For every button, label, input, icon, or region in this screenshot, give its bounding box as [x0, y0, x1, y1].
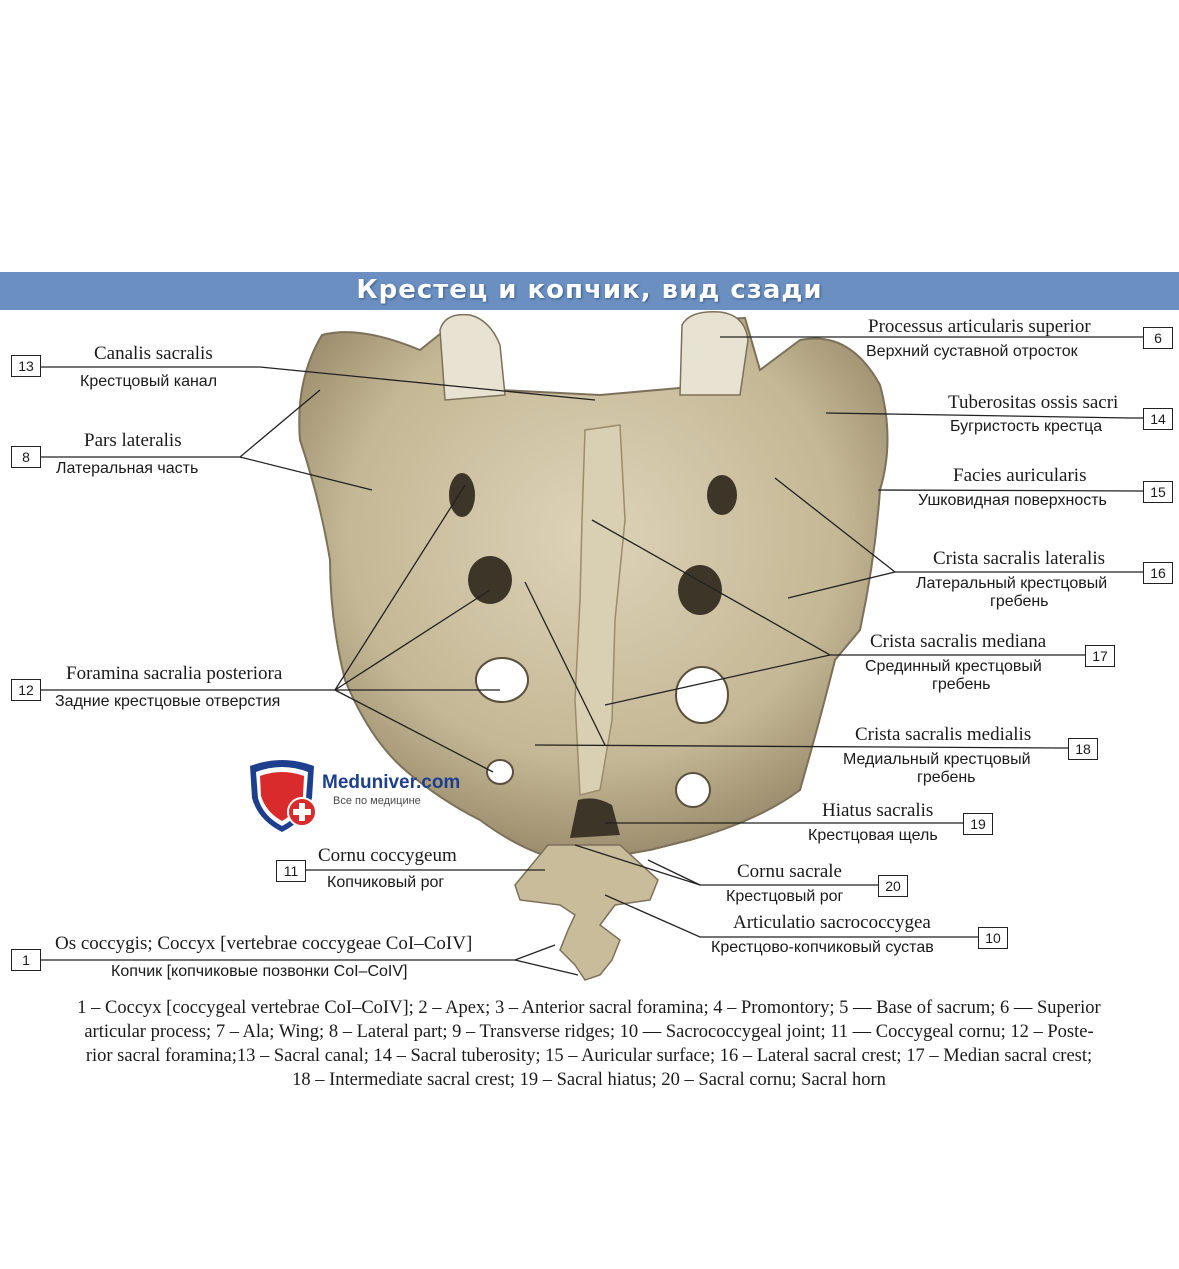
label-russian-coccyx: Копчик [копчиковые позвонки CoI–CoIV] [111, 963, 408, 980]
coccyx-bone [514, 844, 659, 981]
label-russian-crista-lateralis-2: гребень [990, 593, 1049, 610]
label-number-20: 20 [878, 875, 908, 897]
label-number-18: 18 [1068, 738, 1098, 760]
logo-tagline: Все по медицине [333, 795, 421, 807]
foramen-r1 [707, 475, 737, 515]
label-latin-facies-auricularis: Facies auricularis [953, 465, 1087, 486]
label-latin-cornu-sacrale: Cornu sacrale [737, 861, 842, 882]
foramen-r4 [675, 772, 711, 808]
legend-line-2: articular process; 7 – Ala; Wing; 8 – La… [84, 1022, 1094, 1042]
sacral-hiatus [570, 798, 620, 838]
logo-name: Meduniver.com [322, 772, 461, 793]
label-russian-processus-articularis: Верхний суставной отросток [866, 343, 1078, 360]
legend: 1 – Coccyx [coccygeal vertebrae CoI–CoIV… [3, 996, 1175, 1092]
label-latin-canalis-sacralis: Canalis sacralis [94, 343, 213, 364]
label-russian-crista-lateralis: Латеральный крестцовый [916, 575, 1108, 592]
legend-line-4: 18 – Intermediate sacral crest; 19 – Sac… [292, 1070, 886, 1090]
label-russian-crista-medialis: Медиальный крестцовый [843, 751, 1031, 768]
label-latin-cornu-coccygeum: Cornu coccygeum [318, 845, 457, 866]
label-russian-canalis-sacralis: Крестцовый канал [80, 373, 218, 390]
label-latin-foramina: Foramina sacralia posteriora [66, 663, 283, 684]
label-latin-pars-lateralis: Pars lateralis [84, 430, 182, 451]
foramen-r3 [675, 666, 729, 724]
label-number-12: 12 [11, 679, 41, 701]
median-crest [574, 424, 626, 796]
label-latin-articulatio: Articulatio sacrococcygea [733, 912, 931, 933]
label-russian-crista-mediana-2: гребень [932, 676, 991, 693]
label-latin-hiatus: Hiatus sacralis [822, 800, 934, 821]
label-number-6: 6 [1143, 327, 1173, 349]
label-russian-crista-medialis-2: гребень [917, 769, 976, 786]
label-latin-processus-articularis: Processus articularis superior [868, 316, 1091, 337]
label-number-10: 10 [978, 927, 1008, 949]
label-russian-crista-mediana: Срединный крестцовый [865, 658, 1042, 675]
label-latin-crista-medialis: Crista sacralis medialis [855, 724, 1032, 745]
label-russian-tuberositas: Бугристость крестца [950, 418, 1103, 435]
label-russian-hiatus: Крестцовая щель [808, 827, 938, 844]
label-number-14: 14 [1143, 408, 1173, 430]
label-latin-tuberositas: Tuberositas ossis sacri [948, 392, 1119, 413]
label-latin-crista-lateralis: Crista sacralis lateralis [933, 548, 1105, 569]
label-number-19: 19 [963, 813, 993, 835]
foramen-l2 [468, 556, 512, 604]
label-number-16: 16 [1143, 562, 1173, 584]
label-russian-foramina: Задние крестцовые отверстия [55, 693, 281, 710]
label-russian-cornu-coccygeum: Копчиковый рог [327, 874, 445, 891]
page-title: Крестец и копчик, вид сзади [356, 275, 823, 305]
label-russian-facies-auricularis: Ушковидная поверхность [918, 492, 1107, 509]
legend-line-3: rior sacral foramina;13 – Sacral canal; … [85, 1046, 1093, 1066]
label-number-8: 8 [11, 446, 41, 468]
title-banner: Крестец и копчик, вид сзади [0, 272, 1179, 310]
legend-line-1: 1 – Coccyx [coccygeal vertebrae CoI–CoIV… [77, 998, 1101, 1018]
foramen-l4 [486, 759, 514, 785]
right-articular-process [679, 311, 749, 396]
foramen-r2 [678, 565, 722, 615]
left-articular-process [439, 313, 506, 401]
foramen-l1 [449, 473, 475, 517]
foramen-l3 [475, 657, 529, 703]
label-number-15: 15 [1143, 481, 1173, 503]
meduniver-logo [250, 760, 317, 832]
label-russian-articulatio: Крестцово-копчиковый сустав [711, 939, 934, 956]
label-number-17: 17 [1085, 645, 1115, 667]
label-number-11: 11 [276, 860, 306, 882]
label-russian-cornu-sacrale: Крестцовый рог [726, 888, 844, 905]
label-number-13: 13 [11, 355, 41, 377]
label-latin-coccyx: Os coccygis; Coccyx [vertebrae coccygeae… [55, 933, 473, 954]
label-russian-pars-lateralis: Латеральная часть [56, 460, 199, 477]
label-number-1: 1 [11, 949, 41, 971]
leader-lines [40, 336, 1143, 976]
label-latin-crista-mediana: Crista sacralis mediana [870, 631, 1047, 652]
